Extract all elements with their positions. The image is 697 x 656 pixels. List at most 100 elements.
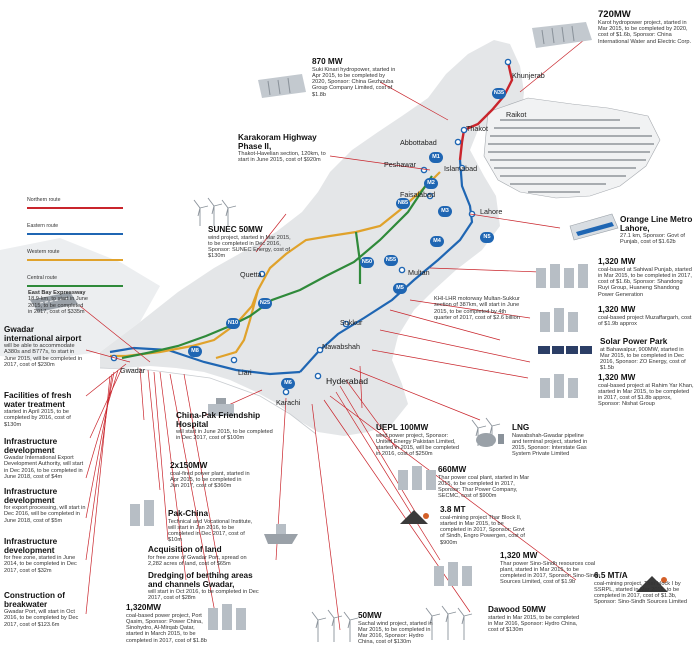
project-lng: LNG Nawabshah-Gwadar pipeline and termin… [512, 423, 594, 458]
project-khi-lhr: KHI-LHR motorway Multan-Sukkur section o… [434, 296, 520, 321]
project-title: Infrastructure development [4, 437, 58, 455]
dam-icon [532, 22, 592, 48]
project-hospital: China-Pak Friendship Hospital will start… [176, 411, 278, 442]
project-title: 720MW [598, 9, 631, 20]
project-title: UEPL 100MW [376, 423, 429, 432]
city-label-karachi: Karachi [276, 398, 301, 407]
legend-swatch [27, 259, 123, 261]
project-desc: for free zone of Gwadar Port, spread on … [148, 554, 247, 567]
city-dots [110, 58, 512, 396]
project-sahiwal: 1,320 MW coal-based at Sahiwal Punjab, s… [598, 257, 694, 298]
project-muzaffargarh: 1,320 MW coal-based project Muzaffargarh… [598, 305, 694, 327]
wind-turbine-icon [193, 197, 237, 226]
route-marker: N55 [384, 255, 398, 266]
project-title: Infrastructure development [4, 487, 58, 505]
project-desc: coal-based project Muzaffargarh, cost of… [598, 314, 692, 327]
project-sino-sindh: 1,320 MW Thar power Sino-Sindh resources… [500, 551, 604, 586]
project-title: 3.8 MT [440, 505, 466, 514]
project-sachal: 50MW Sachal wind project, started in Mar… [358, 611, 434, 646]
coast [99, 367, 317, 435]
project-title: 1,320 MW [598, 373, 636, 382]
wind-turbine-icon [311, 609, 359, 642]
project-desc: Technical and Vocational Institute, will… [168, 518, 253, 544]
project-title: 2x150MW [170, 461, 208, 470]
city-label-peshawar: Peshawar [384, 160, 416, 169]
project-orange-line: Orange Line Metro Lahore, 27.1 km, Spons… [620, 215, 695, 246]
project-desc: started in Mar 2015, to be completed in … [488, 614, 580, 634]
project-title: Dredging of berthing areas and channels … [148, 571, 253, 589]
project-pak-china: Pak-China Technical and Vocational Insti… [168, 509, 258, 544]
project-title: Infrastructure development [4, 537, 58, 555]
solar-panel-icon [538, 346, 592, 354]
project-title: 870 MW [312, 57, 343, 66]
legend-label: Central route [27, 275, 57, 281]
western-route-line-south [215, 289, 260, 360]
city-label-liari: Liari [238, 368, 252, 377]
project-desc: coal-fired power plant, started in Apr 2… [170, 470, 250, 490]
project-desc: will start in Oct 2016, to be completed … [148, 589, 259, 602]
project-karot: 720MW Karot hydropower project, started … [598, 10, 694, 45]
eastern-route-line [299, 159, 474, 373]
project-desc: will be able to accommodate A380s and B7… [4, 343, 83, 368]
project-kkh: Karakoram Highway Phase II, Thakot-Havel… [238, 133, 334, 164]
route-marker: N5 [480, 232, 494, 243]
project-desc: coal-mining project, Thar block I by SSR… [594, 580, 687, 606]
legend-item-western: Western route [12, 246, 130, 272]
legend-label: Eastern route [27, 223, 59, 229]
disputed-region [483, 97, 661, 199]
city-label-thakot: Thakot [466, 124, 488, 133]
coal-heap-icon [400, 510, 429, 524]
city-label-lahore: Lahore [480, 207, 503, 216]
city-label-raikot: Raikot [506, 110, 527, 119]
project-title: 1,320 MW [598, 305, 636, 314]
project-airport: Gwadar international airport will be abl… [4, 325, 84, 368]
city-label-sukkur: Sukkur [340, 318, 363, 327]
eastern-route-line-west [109, 346, 301, 376]
route-marker: M1 [429, 152, 443, 163]
project-eastbay: East Bay Expressway 18.9-km, to start in… [28, 290, 88, 315]
power-plant-icon [208, 604, 246, 630]
project-dawood: Dawood 50MW started in Mar 2015, to be c… [488, 605, 582, 634]
legend-swatch [27, 233, 123, 235]
city-label-multan: Multan [408, 268, 430, 277]
project-title: 1,320MW [126, 603, 162, 612]
project-title: Construction of breakwater [4, 591, 65, 609]
power-plant-icon [130, 500, 154, 526]
highway-icon [30, 292, 78, 312]
legend-label: Northern route [27, 197, 61, 203]
project-water: Facilities of fresh water treatment star… [4, 391, 86, 428]
project-desc: 18.9-km, to start in June 2015, to be co… [28, 296, 89, 315]
project-desc: Thakot-Havelian section, 120km, to start… [238, 151, 326, 164]
route-marker: M2 [424, 178, 438, 189]
legend-item-central: Central route [12, 272, 130, 298]
project-title: Gwadar international airport [4, 325, 82, 343]
city-label-islamabad: Islamabad [444, 164, 478, 173]
project-infra2: Infrastructure development for export pr… [4, 487, 86, 524]
project-mta: 6.5 MT/A coal-mining project, Thar block… [594, 571, 694, 606]
project-rahim-yar-khan: 1,320 MW coal-based project at Rahim Yar… [598, 373, 694, 408]
project-desc: coal-based power project, Port Qasim, Sp… [126, 612, 207, 644]
project-thar-660: 660MW Thar power coal plant, started in … [438, 465, 534, 500]
power-plant-icon [540, 374, 578, 398]
project-dredging: Dredging of berthing areas and channels … [148, 571, 260, 602]
project-sunec: SUNEC 50MW wind project, started in Mar … [208, 225, 294, 260]
project-desc: wind power project, Sponsor: United Ener… [376, 432, 460, 458]
project-title: China-Pak Friendship Hospital [176, 411, 261, 429]
project-desc: coal-based project at Rahim Yar Khan, st… [598, 382, 694, 408]
route-marker: M5 [393, 283, 407, 294]
project-suki-kinari: 870 MW Suki Kinari hydropower, started i… [312, 57, 398, 98]
legend-label: Western route [27, 249, 60, 255]
route-legend: Northern route Eastern route Western rou… [12, 194, 130, 298]
project-coal-fired: 2x150MW coal-fired power plant, started … [170, 461, 250, 490]
project-title: 660MW [438, 465, 467, 474]
project-title: Dawood 50MW [488, 605, 546, 614]
city-label-quetta: Quetta [240, 270, 262, 279]
project-title: Pak-China [168, 509, 209, 518]
city-label-hyderabad: Hyderabad [326, 376, 369, 386]
ship-icon [264, 524, 298, 544]
project-desc: started in April 2015, to be completed b… [4, 409, 71, 428]
project-desc: 27.1 km, Sponsor: Govt of Punjab, cost o… [620, 233, 685, 246]
project-title: 50MW [358, 611, 382, 620]
metro-train-icon [569, 213, 619, 241]
project-title: Acquisition of land [148, 545, 222, 554]
